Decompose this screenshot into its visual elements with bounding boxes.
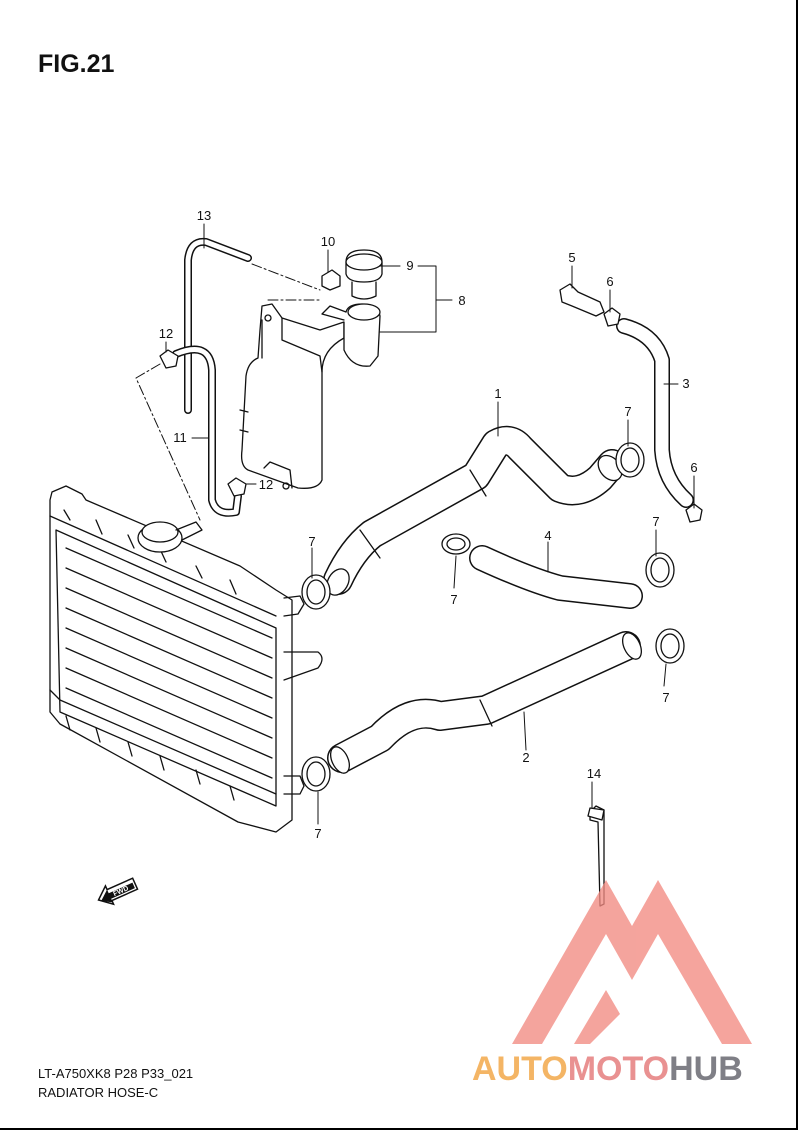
reservoir-cap (345, 249, 383, 300)
callout-8: 8 (458, 293, 465, 308)
fwd-arrow-icon: FWD (97, 877, 139, 906)
hose-1 (323, 425, 627, 596)
hose-clamps-7 (301, 442, 685, 792)
callout-14: 14 (587, 766, 601, 781)
callout-7-middle: 7 (450, 592, 457, 607)
callout-12-bottom: 12 (259, 477, 273, 492)
figure-title: FIG.21 (38, 50, 115, 78)
bolt-10 (321, 269, 341, 291)
watermark-hub: HUB (669, 1050, 743, 1088)
callout-13: 13 (197, 208, 211, 223)
watermark-logo-icon (512, 880, 752, 1044)
callout-2: 2 (522, 750, 529, 765)
watermark-moto: MOTO (567, 1050, 670, 1088)
hose-13 (184, 237, 252, 414)
callout-7-right: 7 (652, 514, 659, 529)
callout-9: 9 (406, 258, 413, 273)
callout-5: 5 (568, 250, 575, 265)
callout-6-top: 6 (606, 274, 613, 289)
section-name: RADIATOR HOSE-C (38, 1085, 159, 1100)
callout-12-top: 12 (159, 326, 173, 341)
reservoir-tank (239, 303, 381, 490)
callout-10: 10 (321, 234, 335, 249)
callout-7-upper-left: 7 (308, 534, 315, 549)
callout-7-lower-left: 7 (314, 826, 321, 841)
watermark-auto: AUTO (472, 1050, 568, 1088)
callout-3: 3 (682, 376, 689, 391)
callout-7-lower-right: 7 (662, 690, 669, 705)
radiator (49, 485, 323, 833)
callout-11: 11 (173, 430, 187, 445)
hose-11 (172, 345, 242, 517)
callout-6-bottom: 6 (690, 460, 697, 475)
watermark-text: AUTOMOTOHUB (472, 1050, 743, 1089)
hose-4 (469, 545, 643, 609)
callout-1: 1 (494, 386, 501, 401)
model-code: LT-A750XK8 P28 P33_021 (38, 1066, 194, 1081)
callout-7-upper-right: 7 (624, 404, 631, 419)
hose-3 (616, 318, 694, 508)
leader-lines (135, 223, 695, 825)
callout-labels: 1 2 3 4 5 6 6 7 7 7 7 7 7 8 9 10 11 12 1… (159, 208, 698, 841)
callout-4: 4 (544, 528, 551, 543)
hose-2 (327, 631, 643, 774)
